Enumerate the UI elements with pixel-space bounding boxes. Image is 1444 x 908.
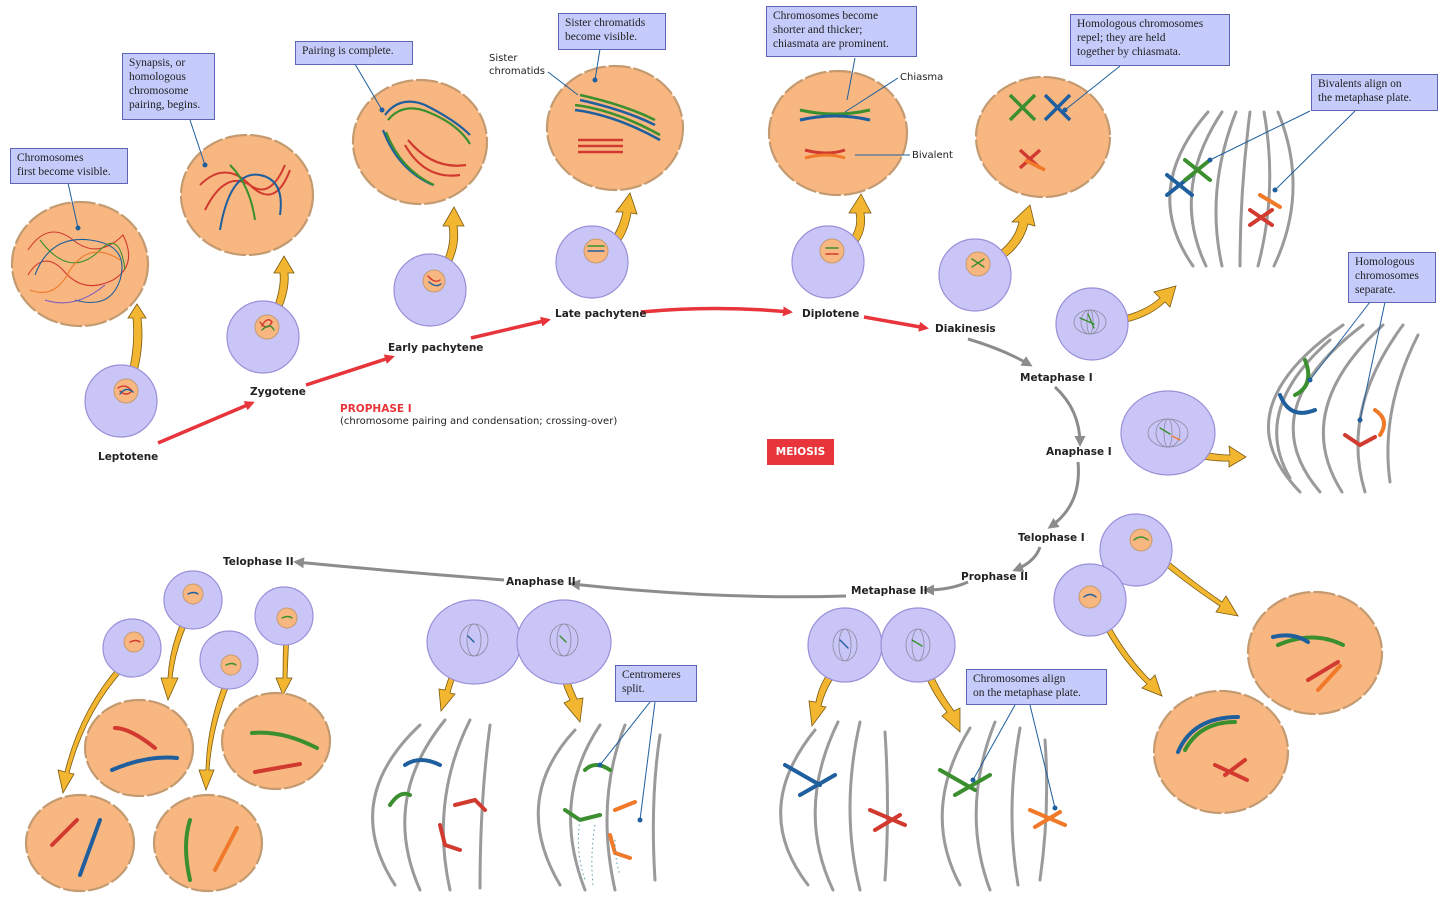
label-anaphase1: Anaphase I [1046, 446, 1112, 458]
spindle-chromosomes [388, 158, 1386, 860]
large-nuclei [10, 64, 1384, 893]
small-nuclei [113, 238, 1153, 676]
zygotene-threads [199, 164, 291, 231]
label-anaphase2: Anaphase II [506, 576, 576, 588]
label-metaphase1: Metaphase I [1020, 372, 1093, 384]
callout-synapsis: Synapsis, or homologous chromosome pairi… [122, 53, 215, 120]
cycle-arrows [293, 337, 1086, 599]
callout-homologs-separate: Homologous chromosomes separate. [1348, 252, 1436, 303]
label-diakinesis: Diakinesis [935, 323, 996, 335]
callout-centromeres-split: Centromeres split. [615, 665, 697, 702]
label-leptotene: Leptotene [98, 451, 158, 463]
label-diplotene: Diplotene [802, 308, 859, 320]
callout-homologs-repel: Homologous chromosomes repel; they are h… [1070, 14, 1230, 66]
prophase-subtitle: (chromosome pairing and condensation; cr… [340, 416, 618, 427]
telophase2-chromosomes [50, 726, 319, 882]
label-prophase2: Prophase II [961, 571, 1028, 583]
callout-shorter-thicker: Chromosomes become shorter and thicker; … [766, 6, 917, 57]
small-chromosome-marks [117, 245, 1181, 666]
leptotene-threads [27, 231, 130, 304]
callout-first-visible: Chromosomes first become visible. [10, 148, 128, 184]
early-pachytene-threads [381, 100, 471, 187]
diplotene-bivalents [799, 108, 871, 160]
label-late-pachytene: Late pachytene [555, 308, 646, 320]
diakinesis-bivalents [1008, 93, 1072, 172]
late-pachytene-chromatids [574, 93, 661, 154]
callout-chromosomes-align: Chromosomes align on the metaphase plate… [966, 669, 1107, 705]
label-telophase2: Telophase II [223, 556, 294, 568]
meiosis-badge: MEIOSIS [767, 439, 834, 465]
label-metaphase2: Metaphase II [851, 585, 928, 597]
label-bivalent: Bivalent [912, 150, 953, 161]
centromere-dots [577, 819, 621, 886]
callout-bivalents-align: Bivalents align on the metaphase plate. [1311, 74, 1438, 111]
stage-labels: Leptotene Zygotene Early pachytene Late … [98, 72, 1112, 597]
callout-sister-visible: Sister chromatids become visible. [558, 13, 666, 50]
label-zygotene: Zygotene [250, 386, 306, 398]
prophase-title: PROPHASE I [340, 403, 412, 415]
spindles [371, 110, 1420, 892]
small-spindles [459, 309, 1189, 662]
telophase1-chromosomes [1176, 633, 1345, 782]
label-sister-chromatids: Sister chromatids [489, 53, 545, 77]
label-early-pachytene: Early pachytene [388, 342, 483, 354]
callout-pairing-complete: Pairing is complete. [295, 41, 413, 65]
prophase-arrows [157, 306, 929, 445]
label-chiasma: Chiasma [900, 72, 943, 83]
label-telophase1: Telophase I [1018, 532, 1085, 544]
leader-lines [67, 48, 1386, 823]
